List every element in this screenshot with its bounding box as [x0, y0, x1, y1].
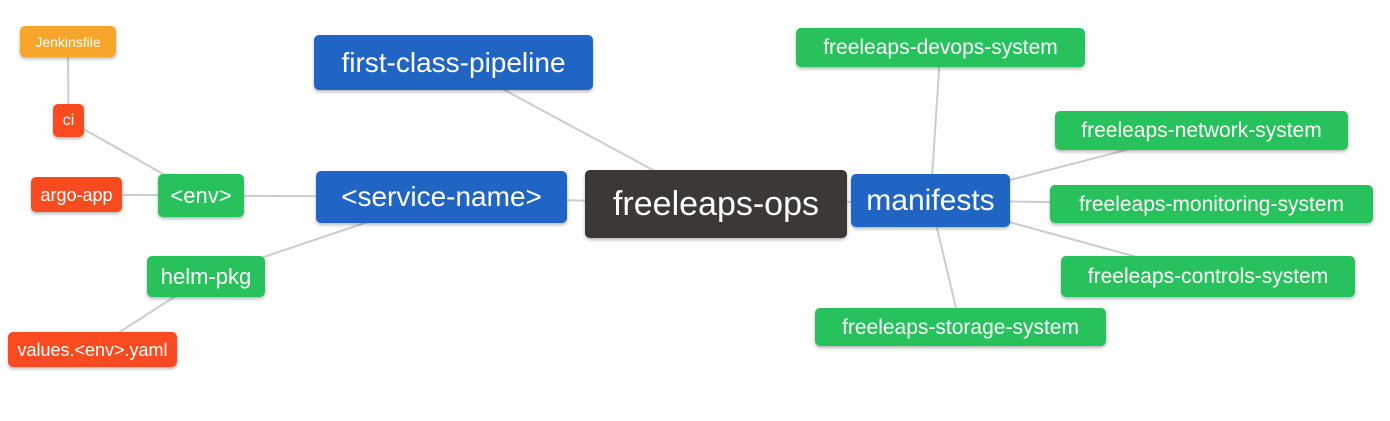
mindmap-node-argo-app[interactable]: argo-app: [31, 177, 122, 212]
mindmap-node-first-class-pipeline[interactable]: first-class-pipeline: [314, 35, 593, 90]
mindmap-node-service-name[interactable]: <service-name>: [316, 171, 567, 223]
mindmap-node-manifests[interactable]: manifests: [851, 174, 1010, 227]
mindmap-node-values-env-yaml[interactable]: values.<env>.yaml: [8, 332, 177, 367]
mindmap-node-network-system[interactable]: freeleaps-network-system: [1055, 111, 1348, 150]
mindmap-node-controls-system[interactable]: freeleaps-controls-system: [1061, 256, 1355, 297]
mindmap-node-jenkinsfile[interactable]: Jenkinsfile: [20, 26, 116, 57]
mindmap-node-devops-system[interactable]: freeleaps-devops-system: [796, 28, 1085, 67]
mindmap-node-storage-system[interactable]: freeleaps-storage-system: [815, 308, 1106, 346]
mindmap-node-helm-pkg[interactable]: helm-pkg: [147, 256, 265, 297]
mindmap-node-monitoring-system[interactable]: freeleaps-monitoring-system: [1050, 185, 1373, 223]
mindmap-node-ci[interactable]: ci: [53, 104, 84, 137]
mindmap-node-freeleaps-ops[interactable]: freeleaps-ops: [585, 170, 847, 238]
mindmap-node-env[interactable]: <env>: [158, 174, 244, 217]
